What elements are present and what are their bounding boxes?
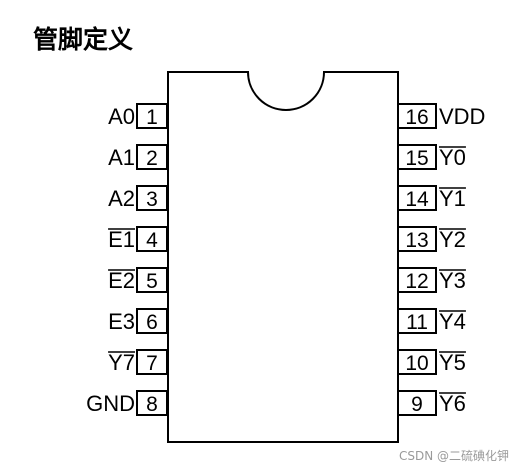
- pin-4: 4 E1: [108, 226, 168, 252]
- pin-box: [397, 144, 437, 170]
- pin-box: [136, 226, 168, 252]
- pin-name: Y6: [439, 391, 466, 416]
- pin-number: 14: [405, 188, 429, 211]
- pin-14: 14 Y1: [397, 185, 466, 211]
- pin-name: VDD: [439, 104, 485, 129]
- pin-box: [397, 267, 437, 293]
- left-pin-group: 1 A0 2 A1 3 A2 4 E1 5 E2 6 E3 7 Y7 8 GND: [86, 103, 168, 416]
- pin-3: 3 A2: [108, 185, 168, 211]
- pin-name: GND: [86, 391, 135, 416]
- pin-box: [136, 185, 168, 211]
- pin-12: 12 Y3: [397, 267, 466, 293]
- pin-name: Y5: [439, 350, 466, 375]
- pin-number: 8: [146, 393, 158, 416]
- pin-8: 8 GND: [86, 390, 168, 416]
- pin-number: 2: [146, 147, 158, 170]
- pin-number: 6: [146, 311, 158, 334]
- pin-number: 10: [405, 352, 428, 375]
- pin-box: [136, 103, 168, 129]
- pin-box: [136, 144, 168, 170]
- pin-15: 15 Y0: [397, 144, 466, 170]
- pin-number: 16: [405, 106, 428, 129]
- pin-name: E1: [108, 227, 135, 252]
- pin-box: [136, 267, 168, 293]
- pin-name: Y1: [439, 186, 466, 211]
- pin-box: [397, 185, 437, 211]
- pin-number: 15: [405, 147, 428, 170]
- pin-number: 4: [146, 229, 158, 252]
- pin-5: 5 E2: [108, 267, 168, 293]
- pin-name: Y3: [439, 268, 466, 293]
- pin-number: 11: [406, 311, 428, 334]
- pin-box: [136, 349, 168, 375]
- chip-outline: [167, 71, 399, 443]
- pin-7: 7 Y7: [108, 349, 168, 375]
- pin-13: 13 Y2: [397, 226, 466, 252]
- pin-name: A2: [108, 186, 135, 211]
- pin-name: A0: [108, 104, 135, 129]
- pin-2: 2 A1: [108, 144, 168, 170]
- pin-name: Y0: [439, 145, 466, 170]
- watermark: CSDN @二硫碘化钾: [398, 449, 509, 463]
- pin-number: 12: [405, 270, 428, 293]
- pin-name: A1: [108, 145, 135, 170]
- pin-box: [397, 226, 437, 252]
- pin-1: 1 A0: [108, 103, 168, 129]
- pin-10: 10 Y5: [397, 349, 466, 375]
- pin-number: 9: [411, 393, 423, 416]
- pin-number: 5: [146, 270, 158, 293]
- pin-number: 13: [405, 229, 428, 252]
- pin-name: Y4: [439, 309, 466, 334]
- pin-box: [136, 390, 168, 416]
- pin-9: 9 Y6: [397, 390, 466, 416]
- pin-name: Y2: [439, 227, 466, 252]
- pin-box: [397, 308, 437, 334]
- pin-box: [136, 308, 168, 334]
- page-title: 管脚定义: [33, 25, 134, 54]
- pin-6: 6 E3: [108, 308, 168, 334]
- pin-name: E3: [108, 309, 135, 334]
- pin-name: Y7: [108, 350, 135, 375]
- right-pin-group: 16 VDD 15 Y0 14 Y1 13 Y2 12 Y3 11 Y4 10 Y5 9 Y6: [397, 103, 485, 416]
- pin-box: [397, 349, 437, 375]
- pin-16: 16 VDD: [397, 103, 485, 129]
- pin-box: [397, 390, 437, 416]
- chip-body: [167, 71, 399, 443]
- pin-number: 3: [146, 188, 158, 211]
- pin-box: [397, 103, 437, 129]
- pin-name: E2: [108, 268, 135, 293]
- pin-number: 7: [146, 352, 158, 375]
- pin-number: 1: [146, 106, 158, 129]
- pin-11: 11 Y4: [397, 308, 466, 334]
